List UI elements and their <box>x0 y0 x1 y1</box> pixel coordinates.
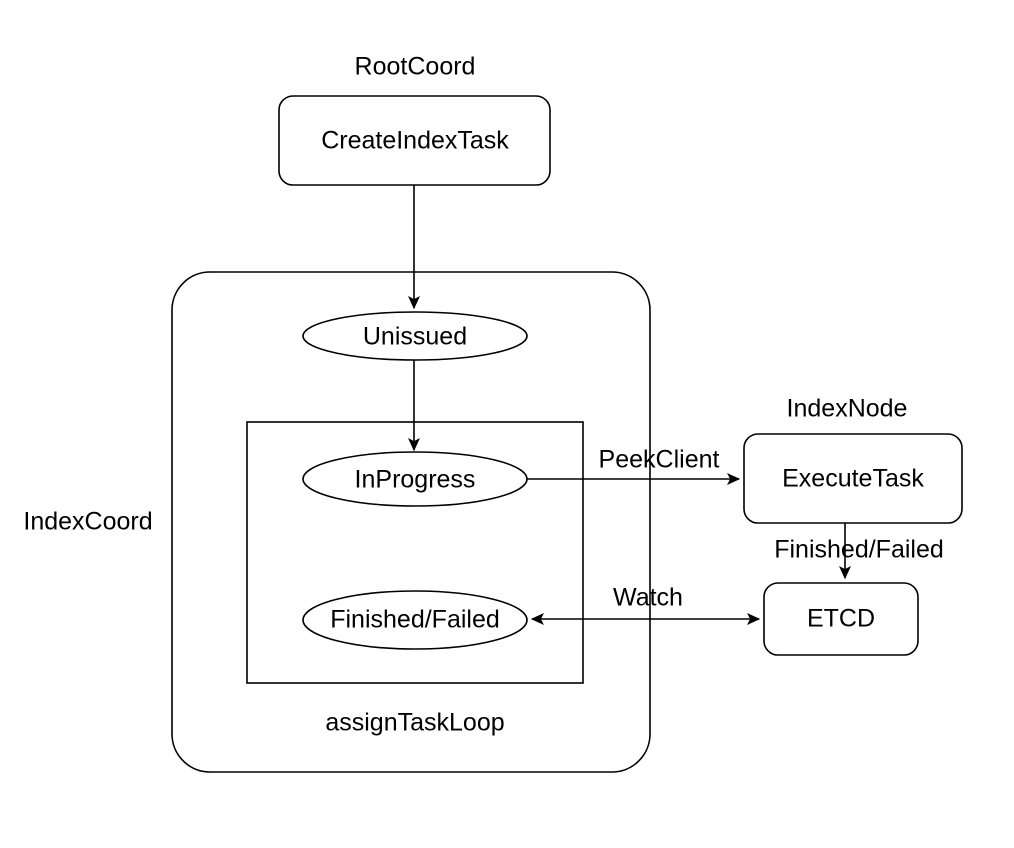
node-label-etcd: ETCD <box>807 605 875 633</box>
node-label-execute-task: ExecuteTask <box>782 465 924 493</box>
node-label-create-index-task: CreateIndexTask <box>321 127 509 155</box>
group-label-index-coord: IndexCoord <box>23 508 152 536</box>
node-execute-task[interactable] <box>743 433 963 524</box>
node-etcd[interactable] <box>763 582 919 656</box>
node-label-unissued: Unissued <box>363 323 467 351</box>
group-container-assign-task-loop <box>246 421 584 684</box>
node-label-finished-failed: Finished/Failed <box>330 606 500 634</box>
edge-label-watch: Watch <box>613 584 683 612</box>
edge-label-finished-failed: Finished/Failed <box>774 536 944 564</box>
node-label-in-progress: InProgress <box>355 466 476 494</box>
node-create-index-task[interactable] <box>278 95 551 186</box>
edge-label-peek-client: PeekClient <box>599 446 720 474</box>
node-unissued[interactable] <box>302 311 528 361</box>
group-container-index-coord <box>171 271 651 773</box>
node-finished-failed[interactable] <box>302 590 528 650</box>
group-label-root-coord: RootCoord <box>355 53 476 81</box>
group-label-index-node: IndexNode <box>787 395 908 423</box>
node-in-progress[interactable] <box>302 451 528 507</box>
group-label-assign-task-loop: assignTaskLoop <box>325 709 504 737</box>
